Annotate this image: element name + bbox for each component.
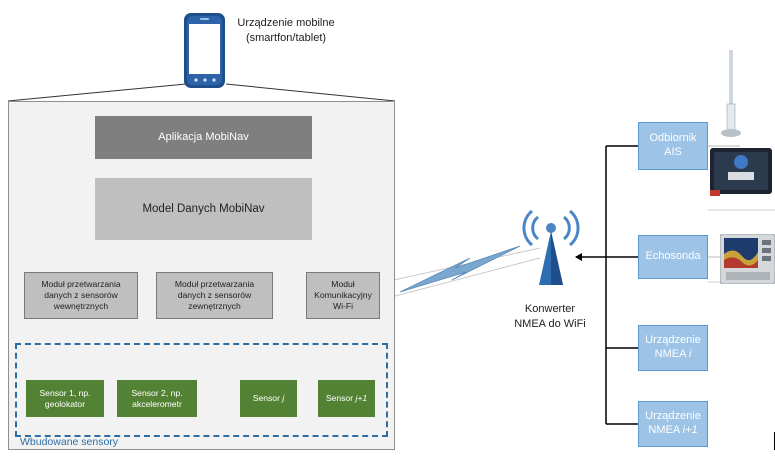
smartphone-icon bbox=[184, 13, 225, 88]
converter-label: Konwerter NMEA do WiFi bbox=[514, 303, 586, 330]
data-model-box: Model Danych MobiNav bbox=[95, 178, 312, 240]
echosounder-box: Echosonda bbox=[638, 235, 708, 279]
antenna-icon bbox=[522, 209, 580, 285]
phone-label: Urządzenie mobilne (smartfon/tablet) bbox=[237, 17, 335, 44]
sensor-j-plus-1: Sensor j+1 bbox=[318, 380, 375, 417]
ais-receiver-image bbox=[710, 50, 772, 196]
wireless-link-icon bbox=[399, 245, 521, 293]
built-in-sensors-label: Wbudowane sensory bbox=[20, 436, 119, 448]
app-box: Aplikacja MobiNav bbox=[95, 116, 312, 159]
sensor-1: Sensor 1, np.geolokator bbox=[26, 380, 104, 417]
sensor-j: Sensor j bbox=[240, 380, 297, 417]
sensor-2: Sensor 2, np.akcelerometr bbox=[117, 380, 197, 417]
echosounder-image bbox=[720, 234, 775, 284]
built-in-sensors-group bbox=[15, 343, 388, 437]
